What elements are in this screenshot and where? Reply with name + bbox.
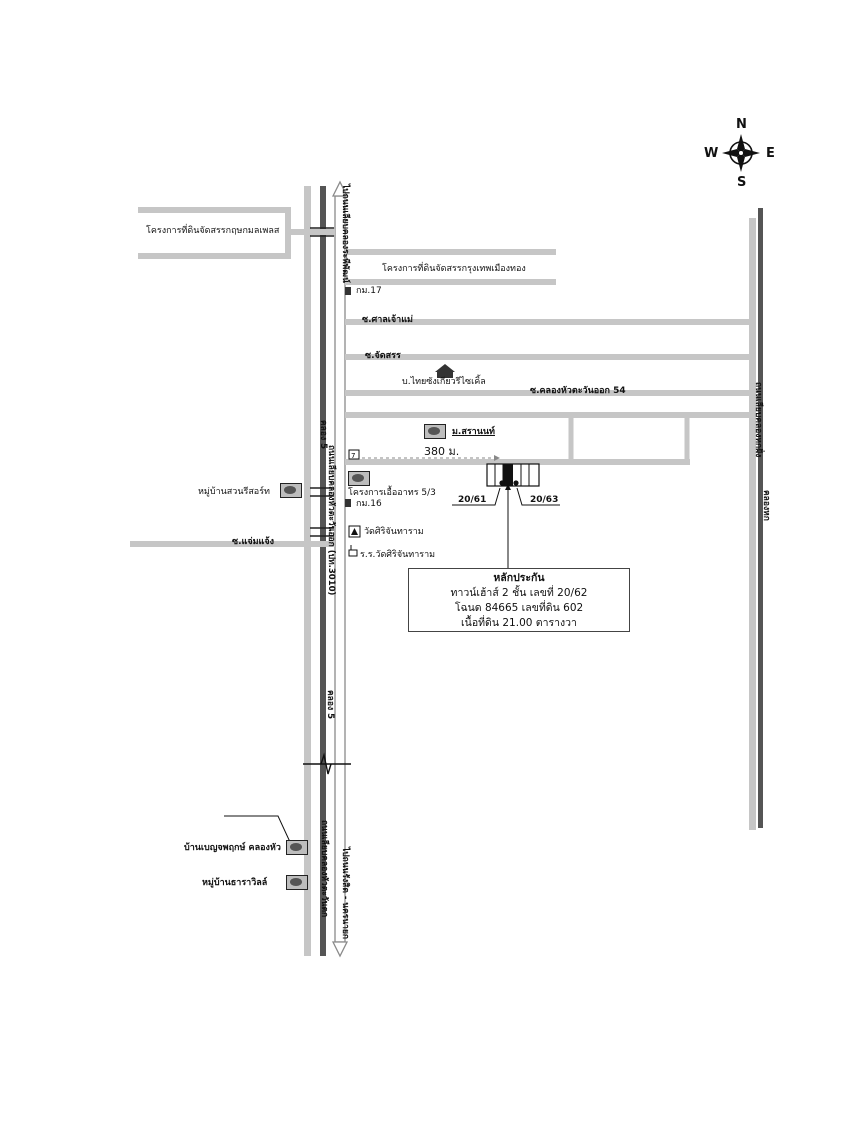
far-east-road-label: ถนนเลียบคลองหกฝั่ง: [753, 382, 763, 458]
thara-label: หมู่บ้านธาราวิลล์: [202, 878, 268, 888]
boonpruksa-photo: [286, 840, 308, 855]
compass-east-label: E: [766, 146, 775, 161]
bridge-mid: [310, 487, 334, 497]
soi-sanjao-label: ซ.ศาลเจ้าแม่: [362, 315, 413, 325]
school-icon: [348, 545, 358, 557]
bridge-top: [310, 227, 334, 237]
distance-label: 380 ม.: [424, 445, 460, 458]
canal-label-upper: คลอง 5: [318, 420, 328, 450]
info-line3: เนื้อที่ดิน 21.00 ตารางวา: [461, 617, 577, 629]
suanresort-photo: [280, 483, 302, 498]
canal-label-lower: คลอง 5: [325, 690, 335, 720]
info-title: หลักประกัน: [493, 572, 545, 584]
canal-road-east-label: ถนนเลียบคลองหัวตะวันออก (ปท.3010): [326, 445, 336, 596]
distance-arrow: [494, 455, 500, 461]
compass-north-label: N: [736, 117, 747, 132]
bridge-low: [310, 527, 334, 537]
west-road-label: ถนนเลียบคลองหัวตะวันตก: [319, 820, 329, 918]
boonpruksa-label: บ้านเบญจพฤกษ์ คลองหัว: [184, 843, 281, 853]
west-road: [304, 186, 311, 956]
far-east-road: [749, 218, 756, 830]
soi-jadsan-label: ซ.จัดสรร: [365, 351, 401, 361]
factory-icon: [435, 364, 455, 378]
compass-rose: [722, 134, 760, 172]
info-line2: โฉนด 84665 เลขที่ดิน 602: [454, 602, 584, 614]
far-east-canal-label: คลองหก: [761, 490, 771, 521]
watsiri-label: วัดศิริจันทาราม: [364, 527, 424, 537]
school-label: ร.ร.วัดศิริจันทาราม: [360, 550, 436, 560]
leader-right: [516, 487, 560, 506]
to-north-label: ไปถนนเลียบคลองระพีพัฒน์: [340, 184, 350, 283]
kritsakom-label: โครงการที่ดินจัดสรรกฤษกมลเพลส: [146, 226, 280, 236]
leader-boonpruksa: [224, 815, 291, 843]
seven-eleven-icon: 7: [348, 449, 360, 460]
north-arrow-head: [331, 180, 349, 197]
km16-marker-icon: [345, 499, 351, 507]
temple-icon: [348, 525, 361, 538]
soi-jamjaeng-label: ซ.แจ่มแจ้ง: [232, 537, 275, 547]
km16-label: กม.16: [356, 499, 382, 509]
compass-west-label: W: [704, 146, 719, 161]
collateral-info-box: หลักประกัน ทาวน์เฮ้าส์ 2 ชั้น เลขที่ 20/…: [408, 568, 630, 632]
soi-khlonghua54-label: ซ.คลองหัวตะวันออก 54: [530, 386, 626, 396]
far-east-canal: [758, 208, 763, 828]
unit-left-label: 20/61: [458, 495, 487, 505]
compass-south-label: S: [737, 175, 747, 190]
thara-photo: [286, 875, 308, 890]
south-arrow-head: [331, 941, 349, 958]
main-road: [334, 195, 346, 943]
svg-text:7: 7: [351, 452, 355, 460]
thaisong-label: บ.ไทยซังเกียวรีไซเคิ้ล: [402, 377, 486, 387]
west-canal: [320, 186, 326, 956]
suanresort-label: หมู่บ้านสวนรีสอร์ท: [198, 487, 270, 497]
info-line1: ทาวน์เฮ้าส์ 2 ชั้น เลขที่ 20/62: [450, 587, 588, 599]
uaarthon-label: โครงการเอื้ออาทร 5/3: [348, 488, 436, 498]
km17-label: กม.17: [356, 286, 382, 296]
km17-marker-icon: [345, 287, 351, 295]
map-break-symbol: [303, 752, 351, 775]
uaarthon-photo: [348, 471, 370, 486]
to-south-label: ไปถนนรังสิต - นครนายก: [340, 847, 350, 940]
unit-right-label: 20/63: [530, 495, 559, 505]
townhouse-row: [486, 463, 540, 490]
saranat-label: ม.สรานนท์: [452, 427, 495, 437]
leader-left: [452, 487, 501, 506]
saranat-photo: [424, 424, 446, 439]
krungthep-label: โครงการที่ดินจัดสรรกรุงเทพเมืองทอง: [382, 264, 526, 274]
